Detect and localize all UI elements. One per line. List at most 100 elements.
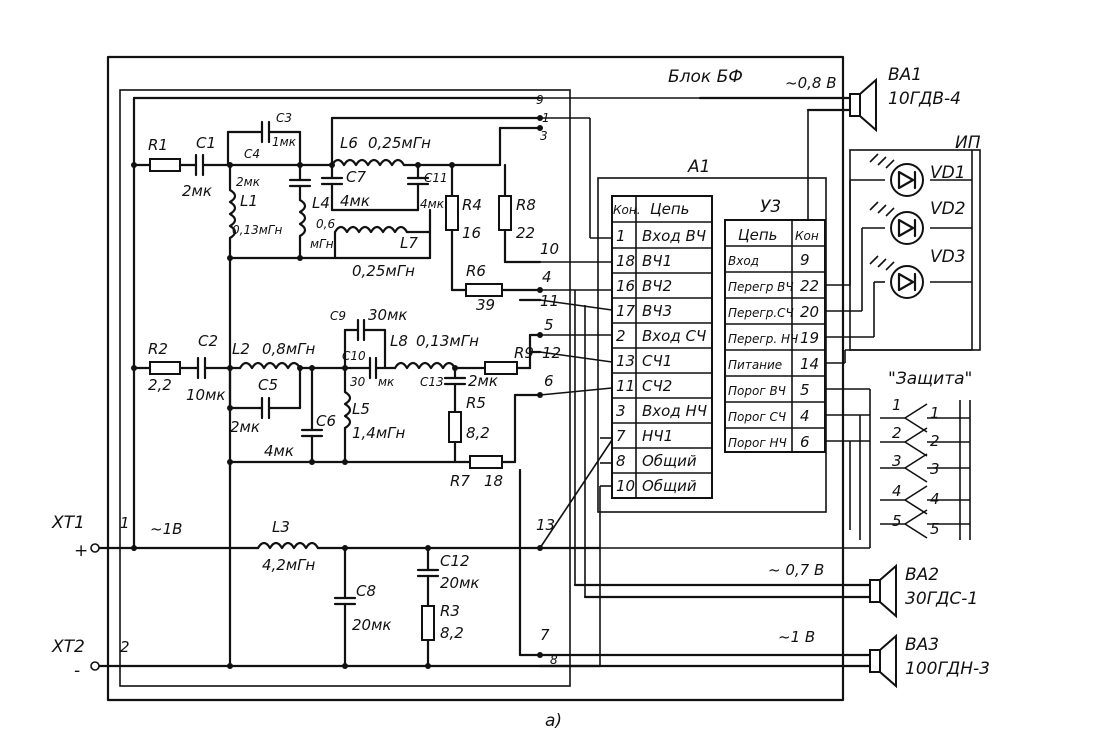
protection-left-num: 4 <box>892 482 902 500</box>
a1-row-name: Вход ВЧ <box>642 227 706 245</box>
l3-inductor <box>256 541 320 550</box>
a1-row-name: Общий <box>642 452 697 470</box>
l3-value: 4,2мГн <box>262 556 316 574</box>
l4-unit: мГн <box>310 237 334 251</box>
protection-left-num: 5 <box>892 512 902 530</box>
c9-value: 30мк <box>368 306 407 324</box>
c2-value: 10мк <box>186 386 225 404</box>
a1-header-name: Цепь <box>650 200 690 218</box>
c3-label: C3 <box>276 111 292 125</box>
c7-value: 4мк <box>340 192 370 210</box>
a1-row-pin: 11 <box>616 377 635 395</box>
l4-value: 0,6 <box>316 217 335 231</box>
u3-header-name: Цепь <box>738 226 778 244</box>
c6-label: C6 <box>316 412 336 430</box>
component-labels: R1 C1 2мк C3 1мк C4 2мк L1 0,13мГн L6 0,… <box>148 111 536 642</box>
node-11: 11 <box>540 292 559 310</box>
ba2-ref: BA2 <box>905 565 939 585</box>
c13-value: 2мк <box>468 372 498 390</box>
l7-label: L7 <box>400 234 418 252</box>
r4-label: R4 <box>462 196 482 214</box>
l6-value: 0,25мГн <box>368 134 431 152</box>
l1-value: 0,13мГн <box>232 223 282 237</box>
u3-row-name: Перегр.СЧ <box>728 306 794 320</box>
node-10: 10 <box>540 240 559 258</box>
u3-row-name: Перегр. НЧ <box>728 332 798 346</box>
r2-resistor <box>149 361 181 375</box>
u3-row-pin: 6 <box>800 433 810 451</box>
u3-row-name: Порог ВЧ <box>728 384 786 398</box>
vd3-label: VD3 <box>930 247 966 267</box>
u3-row-pin: 4 <box>800 407 810 425</box>
lf-section <box>93 460 602 668</box>
c5-label: C5 <box>258 376 278 394</box>
protection-right-num: 1 <box>930 404 940 422</box>
xt1-sign: + <box>74 541 88 561</box>
l6-label: L6 <box>340 134 358 152</box>
a1-row-name: ВЧ1 <box>642 252 672 270</box>
u3-row-name: Порог НЧ <box>728 436 787 450</box>
c13-label: C13 <box>420 375 444 389</box>
r8-resistor <box>498 195 512 231</box>
a1-row-pin: 13 <box>616 352 635 370</box>
a1-row-name: СЧ2 <box>642 377 672 395</box>
l4-label: L4 <box>312 194 330 212</box>
l7-value: 0,25мГн <box>352 262 415 280</box>
u3-module <box>724 219 826 453</box>
ba3-voltage: ~1 В <box>778 628 815 646</box>
l5-value: 1,4мГн <box>352 424 406 442</box>
node-6: 6 <box>544 372 554 390</box>
a1-row-name: НЧ1 <box>642 427 673 445</box>
r6-resistor <box>465 283 503 297</box>
l3-label: L3 <box>272 518 290 536</box>
a1-row-name: ВЧ3 <box>642 302 672 320</box>
a1-row-name: Вход НЧ <box>642 402 707 420</box>
ba1-ref: BA1 <box>888 65 922 85</box>
xt2-terminal <box>90 661 100 671</box>
u3-row-name: Вход <box>728 254 759 268</box>
block-title: Блок БФ <box>668 67 743 87</box>
r7-value: 18 <box>484 472 503 490</box>
c8-value: 20мк <box>352 616 391 634</box>
r2-value: 2,2 <box>148 376 172 394</box>
a1-row-name: Вход СЧ <box>642 327 706 345</box>
a1-row-pin: 1 <box>616 227 626 245</box>
mf-section <box>132 318 542 469</box>
ba2-model: 30ГДС-1 <box>905 589 978 609</box>
ba1-voltage: ~0,8 В <box>785 74 836 92</box>
protection-left-num: 3 <box>892 452 902 470</box>
l4-inductor <box>298 198 307 238</box>
l8-value: 0,13мГн <box>416 332 479 350</box>
r1-label: R1 <box>148 136 168 154</box>
a1-row-name: СЧ1 <box>642 352 672 370</box>
u3-title: У3 <box>760 197 781 217</box>
c4-label: C4 <box>244 147 260 161</box>
u3-row-name: Порог СЧ <box>728 410 786 424</box>
a1-text: A1 Кон. Цепь <box>613 157 710 218</box>
a1-row-pin: 18 <box>616 252 635 270</box>
a1-header-pin: Кон. <box>613 203 641 217</box>
u3-row-pin: 14 <box>800 355 819 373</box>
u3-row-name: Перегр ВЧ <box>728 280 794 294</box>
l8-inductor <box>393 361 457 370</box>
c12-label: C12 <box>440 552 470 570</box>
r7-label: R7 <box>450 472 470 490</box>
speaker-ba3 <box>869 633 897 689</box>
node-9: 9 <box>536 93 544 107</box>
vd1-label: VD1 <box>930 163 966 183</box>
r5-resistor <box>448 411 462 443</box>
module-wiring <box>538 96 882 668</box>
l1-label: L1 <box>240 192 258 210</box>
r8-label: R8 <box>516 196 536 214</box>
xt2-pin: 2 <box>120 638 130 656</box>
c3-value: 1мк <box>272 135 297 149</box>
protection-switch <box>600 388 971 549</box>
xt2-sign: - <box>74 661 80 681</box>
l6-inductor <box>330 158 406 167</box>
c6-value: 4мк <box>264 442 294 460</box>
block-frame <box>106 55 845 702</box>
l8-label: L8 <box>390 332 408 350</box>
r1-resistor <box>149 158 181 172</box>
